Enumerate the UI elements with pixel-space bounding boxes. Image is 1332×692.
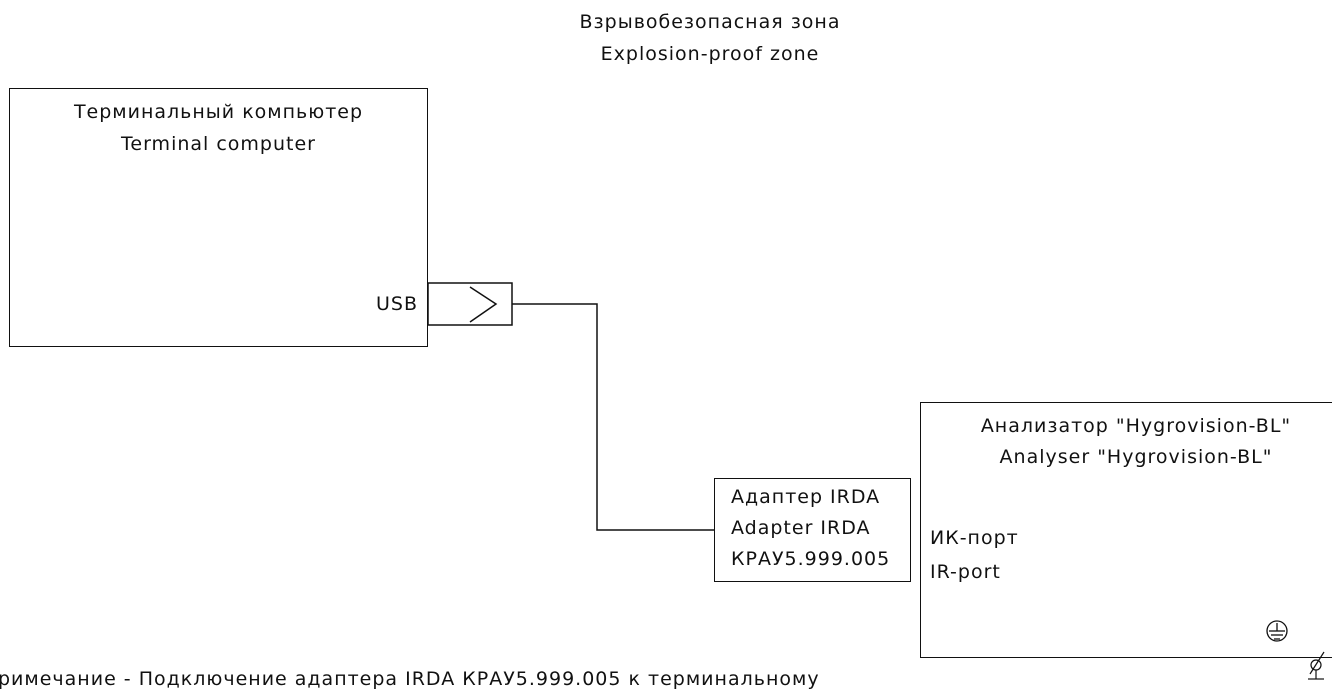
analyser-title-en: Analyser "Hygrovision-BL": [999, 446, 1273, 468]
usb-connector-chevron: [469, 286, 498, 323]
analyser-box: [920, 402, 1332, 658]
footnote-text: римечание - Подключение адаптера IRDA КР…: [0, 668, 820, 690]
usb-port-label: USB: [376, 293, 419, 315]
adapter-line-en: Adapter IRDA: [731, 517, 871, 539]
zone-label-en: Explosion-proof zone: [600, 43, 820, 65]
terminal-title-en: Terminal computer: [121, 133, 316, 155]
adapter-irda-box: [714, 478, 911, 582]
terminal-computer-box: [9, 88, 428, 347]
usb-connector: [427, 282, 513, 326]
ground-symbol-icon: [1266, 620, 1288, 642]
adapter-part-number: КРАУ5.999.005: [731, 548, 891, 570]
zone-label-ru: Взрывобезопасная зона: [579, 11, 841, 33]
analyser-title-ru: Анализатор "Hygrovision-BL": [980, 415, 1292, 437]
ir-port-label-ru: ИК-порт: [930, 527, 1019, 549]
adapter-line-ru: Адаптер IRDA: [731, 486, 881, 508]
usb-cable: [512, 303, 714, 531]
terminal-title-ru: Терминальный компьютер: [73, 101, 364, 123]
ir-port-label-en: IR-port: [930, 561, 1001, 583]
antenna-symbol-icon: [1308, 651, 1325, 680]
